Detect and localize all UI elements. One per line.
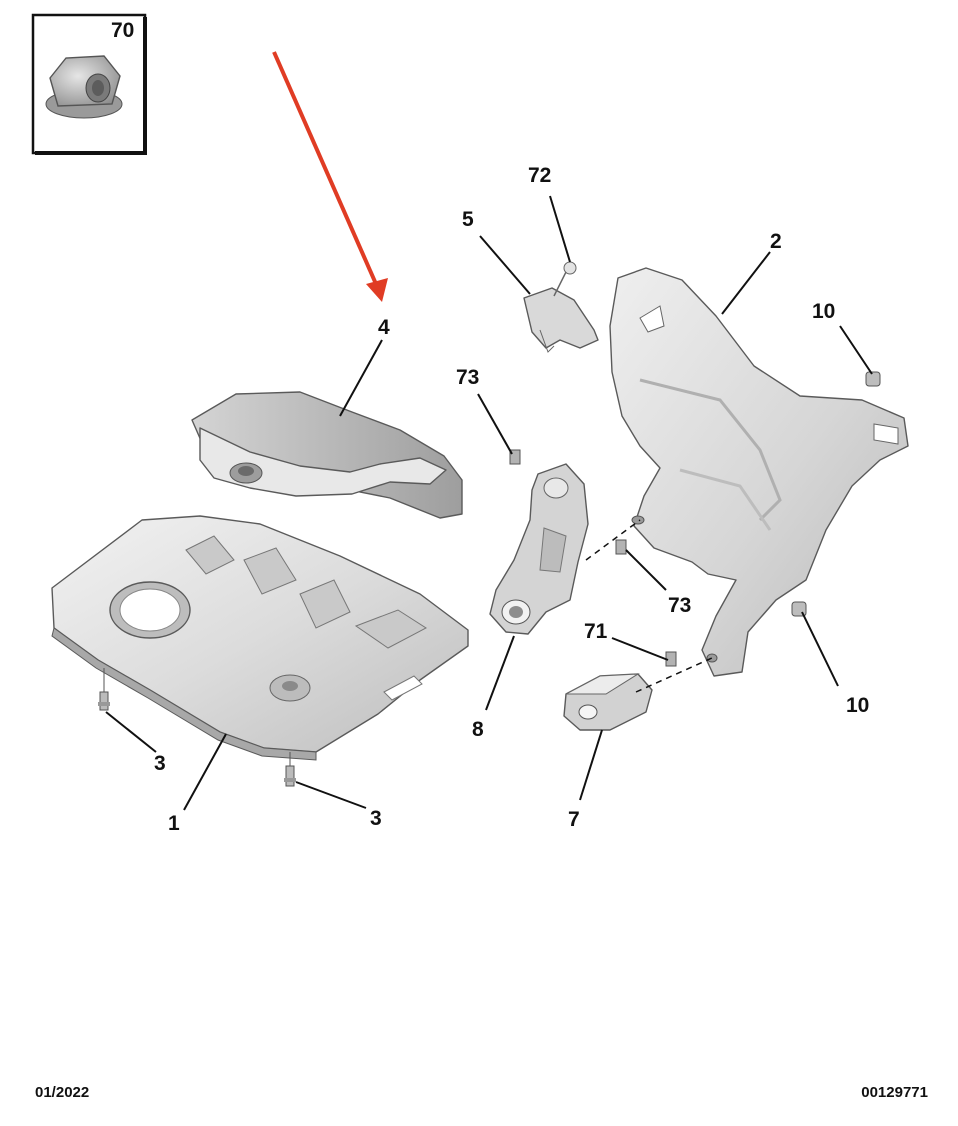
highlight-arrow [272,51,388,302]
bolt-3-right [284,752,296,787]
part-2-heat-shield [609,267,909,677]
callout-4: 4 [378,316,390,339]
callout-1: 1 [168,812,180,835]
assembly-line-upper [585,519,641,561]
callout-10-lower: 10 [846,694,869,717]
callout-10-upper: 10 [812,300,835,323]
callout-8: 8 [472,718,484,741]
part-8-support [489,463,589,635]
flange-nut-icon [45,55,123,119]
inset-box: 70 [31,13,147,155]
footer-date: 01/2022 [35,1084,89,1101]
callout-71: 71 [584,620,608,643]
callout-3-right: 3 [370,807,382,830]
callout-3-left: 3 [154,752,166,775]
callout-73-upper: 73 [456,366,479,389]
callout-5: 5 [462,208,474,231]
callout-7: 7 [568,808,580,831]
part-5-bracket [523,261,599,353]
assembly-line-lower [635,657,713,693]
callout-72: 72 [528,164,551,187]
leader-lines [105,195,873,811]
callout-2: 2 [770,230,782,253]
callout-73-lower: 73 [668,594,691,617]
part-1-lower-plate [51,515,469,761]
screw-73-lower [615,539,627,555]
callout-70: 70 [111,19,134,42]
screw-73-upper [509,449,521,465]
clip-10-upper [865,371,881,387]
footer-reference: 00129771 [861,1084,928,1101]
part-7-mount [563,673,653,731]
bolt-3-left [98,668,110,711]
part-4-upper-cover [191,391,463,519]
